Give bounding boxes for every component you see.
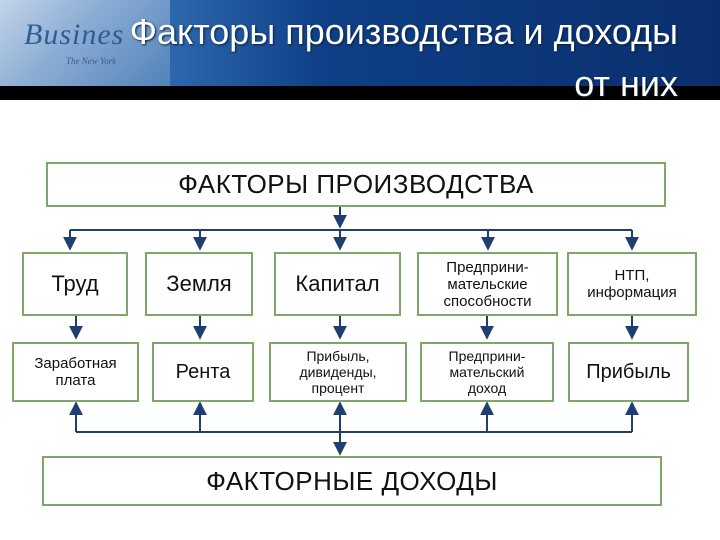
factor-label: НТП, информация: [587, 267, 677, 301]
factor-label: Труд: [51, 271, 99, 296]
income-label: Прибыль: [586, 360, 671, 383]
slide-header: Busines The New York Факторы производств…: [0, 0, 720, 100]
logo-text: Busines: [24, 18, 125, 51]
box-factor-entrepreneurship: Предприни- мательские способности: [417, 252, 558, 316]
box-income-wages: Заработная плата: [12, 342, 139, 402]
box-income-profit: Прибыль: [568, 342, 689, 402]
box-factor-labor: Труд: [22, 252, 128, 316]
header-band: [0, 86, 720, 100]
income-label: Заработная плата: [34, 355, 117, 389]
income-label: Прибыль, дивиденды, процент: [299, 348, 377, 396]
box-income-rent: Рента: [152, 342, 254, 402]
slide-title: Факторы производства и доходы от них: [129, 11, 678, 100]
income-label: Рента: [175, 360, 231, 383]
box-production-factors-label: ФАКТОРЫ ПРОИЗВОДСТВА: [178, 169, 534, 199]
box-income-entrepreneurial: Предприни- мательский доход: [420, 342, 554, 402]
factor-label: Предприни- мательские способности: [443, 258, 532, 310]
box-production-factors: ФАКТОРЫ ПРОИЗВОДСТВА: [46, 162, 666, 207]
box-factor-capital: Капитал: [274, 252, 401, 316]
header-photo: Busines The New York: [0, 0, 170, 100]
box-factor-incomes-label: ФАКТОРНЫЕ ДОХОДЫ: [206, 465, 498, 496]
factor-label: Капитал: [295, 271, 380, 296]
box-income-profit-dividends: Прибыль, дивиденды, процент: [269, 342, 407, 402]
box-factor-land: Земля: [145, 252, 253, 316]
box-factor-incomes: ФАКТОРНЫЕ ДОХОДЫ: [42, 456, 662, 506]
income-label: Предприни- мательский доход: [448, 348, 526, 396]
box-factor-ntp: НТП, информация: [567, 252, 697, 316]
logo-subtext: The New York: [66, 56, 117, 66]
factor-label: Земля: [166, 271, 232, 296]
